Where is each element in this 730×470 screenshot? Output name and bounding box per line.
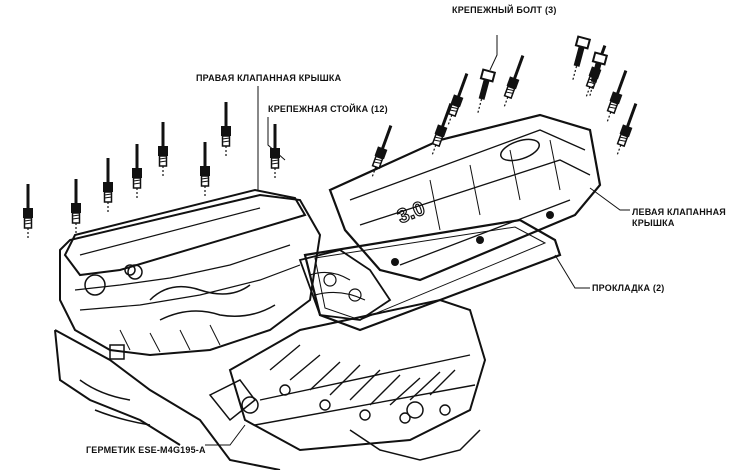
label-gasket: ПРОКЛАДКА (2) bbox=[592, 283, 665, 293]
sealant-area bbox=[124, 264, 257, 422]
label-mounting-bolt: КРЕПЕЖНЫЙ БОЛТ (3) bbox=[452, 5, 557, 15]
right-cylinder-head bbox=[59, 193, 322, 357]
label-left-valve-cover: ЛЕВАЯ КЛАПАННАЯ КРЫШКА bbox=[632, 207, 726, 228]
engine-block bbox=[54, 329, 481, 470]
label-mounting-stud: КРЕПЕЖНАЯ СТОЙКА (12) bbox=[268, 104, 388, 114]
left-cylinder-head bbox=[228, 298, 487, 452]
cover-marking: 3.0 bbox=[394, 197, 428, 228]
right-valve-cover bbox=[63, 188, 307, 277]
label-right-valve-cover: ПРАВАЯ КЛАПАННАЯ КРЫШКА bbox=[196, 73, 342, 83]
label-sealant: ГЕРМЕТИК ESE-M4G195-A bbox=[86, 445, 206, 455]
mounting-bolts bbox=[470, 35, 608, 117]
leader-lines bbox=[205, 35, 630, 446]
gasket bbox=[303, 218, 562, 332]
